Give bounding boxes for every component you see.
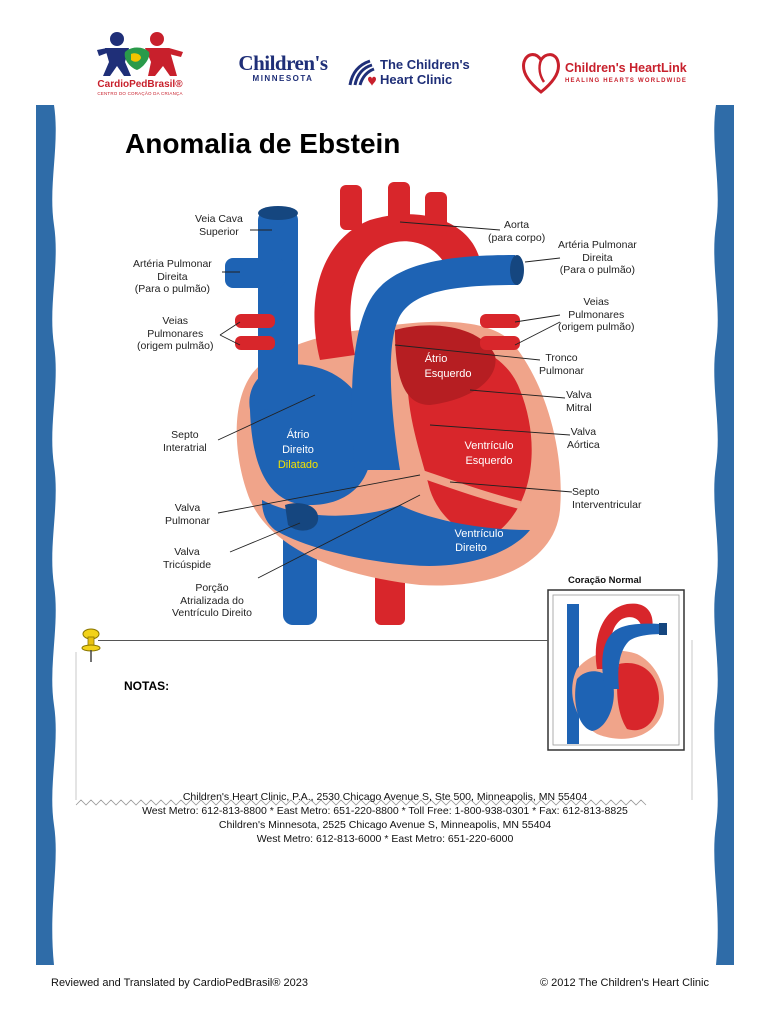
cardiopedbrasil-logo: CardioPedBrasil® CENTRO DO CORAÇÃO DA CR… [95,30,185,100]
cardiopedbrasil-name: CardioPedBrasil® [97,79,183,90]
contact-line: West Metro: 612-813-6000 * East Metro: 6… [256,833,514,845]
right-pulmonary-artery [225,258,285,288]
heart-clinic-swoosh-icon [348,59,376,86]
contact-line: Children's Heart Clinic, P.A., 2530 Chic… [182,791,588,803]
leader-lines [217,221,573,579]
heart-clinic-name: The Children's Heart Clinic [380,57,470,87]
left-atrium [395,325,496,405]
atrio-direito-line3: Dilatado [278,459,318,471]
ventriculo-direito-line1: Ventrículo [455,528,504,540]
right-ventricle [262,500,530,566]
contact-line: Children's Minnesota, 2525 Chicago Avenu… [218,819,552,831]
normal-heart-inset [547,589,685,751]
contact-line: West Metro: 612-813-8800 * East Metro: 6… [142,805,628,817]
heart-clinic-line1: The Children's [380,57,470,72]
heartlink-heart-icon [522,53,560,94]
right-frame-bar [714,105,734,965]
heartlink-tagline: HEALING HEARTS WORLDWIDE [565,78,688,84]
heart-clinic-line2: Heart Clinic [380,72,453,87]
page-frame [36,105,734,965]
childrens-minnesota-logo: Children's MINNESOTA [228,52,338,92]
atrio-direito-line1: Átrio [287,428,310,441]
children-figures-icon [97,32,183,76]
childrens-minnesota-name: Children's [238,51,328,75]
atrio-esquerdo-line1: Átrio [425,352,448,365]
atrio-esquerdo-line2: Esquerdo [424,368,471,380]
ventriculo-esquerdo-line1: Ventrículo [465,440,514,452]
superior-vena-cava [258,210,298,410]
notes-divider [98,640,548,641]
footer-credit: Reviewed and Translated by CardioPedBras… [51,977,308,989]
heartlink-logo: Children's HeartLink HEALING HEARTS WORL… [520,48,700,96]
notes-label: NOTAS: [124,679,170,693]
childrens-heart-clinic-logo: The Children's Heart Clinic [348,55,488,89]
ebstein-heart-diagram: Átrio Direito Dilatado Átrio Esquerdo Ve… [217,182,573,625]
ventriculo-esquerdo-line2: Esquerdo [465,455,512,467]
page-title: Anomalia de Ebstein [125,128,401,159]
tricuspid-valve [285,503,319,531]
notes-box-outline [75,640,693,806]
contact-info: Children's Heart Clinic, P.A., 2530 Chic… [80,790,690,846]
left-frame-bar [36,105,56,965]
normal-heart-title: Coração Normal [568,575,642,586]
pulmonary-trunk [351,255,518,470]
pushpin-icon [81,628,101,662]
ventriculo-direito-line2: Direito [455,542,487,554]
header-logos: CardioPedBrasil® CENTRO DO CORAÇÃO DA CR… [0,0,768,105]
cardiopedbrasil-tagline: CENTRO DO CORAÇÃO DA CRIANÇA [97,91,183,96]
heartlink-name: Children's HeartLink [565,61,687,75]
aorta [314,214,480,360]
label-aorta: Aorta(para corpo) [488,219,546,244]
atrio-direito-line2: Direito [282,444,314,456]
childrens-minnesota-sub: MINNESOTA [252,74,314,83]
footer-copyright: © 2012 The Children's Heart Clinic [540,977,709,989]
